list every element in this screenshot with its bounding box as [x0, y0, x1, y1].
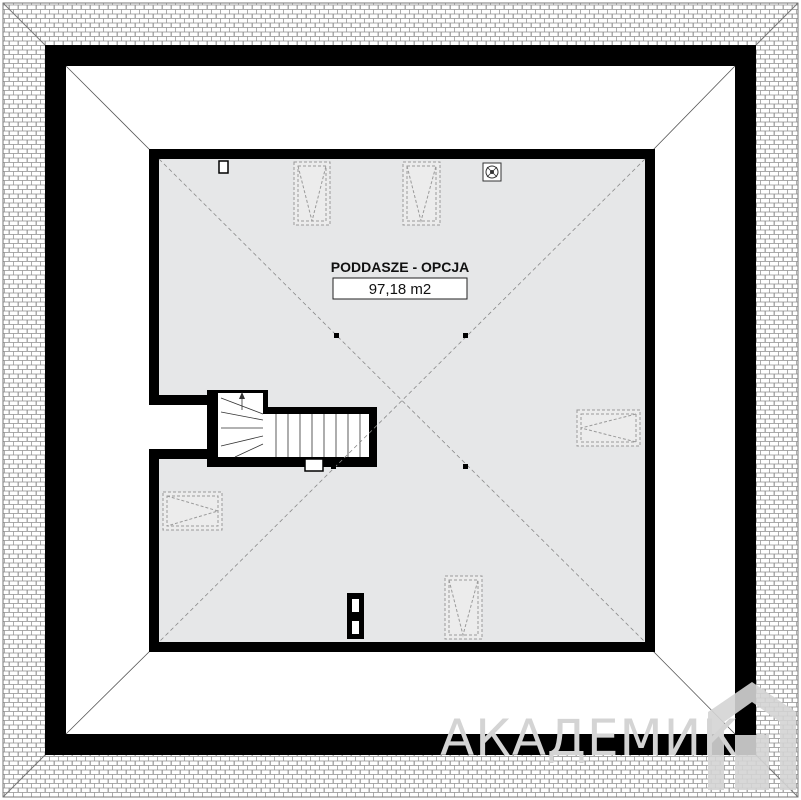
- vent-box: [218, 160, 229, 174]
- roof-window-3: [576, 409, 641, 447]
- roof-window-4: [162, 491, 223, 531]
- stair-arrow-icon: [239, 392, 245, 399]
- room-area-box: [332, 277, 468, 300]
- chimney: [347, 593, 364, 639]
- watermark-text: АКАДЕМИК: [440, 709, 739, 767]
- structural-posts: [331, 333, 468, 469]
- roof-window-5: [444, 575, 483, 640]
- room-area: 97,18 m2: [369, 281, 432, 298]
- stair-treads: [220, 393, 361, 458]
- vent-box-lower: [304, 458, 324, 472]
- roof-window-1: [293, 161, 331, 226]
- stair-opening: [218, 393, 263, 457]
- room-name: PODDASZE - OPCJA: [331, 259, 469, 275]
- roof-window-2: [402, 161, 441, 226]
- ridge-dashed-lines: [158, 158, 646, 643]
- house-logo-icon: [708, 682, 796, 790]
- roof-windows: [162, 161, 641, 640]
- ventilation-fan-icon: [482, 162, 502, 182]
- stair-run: [263, 414, 369, 457]
